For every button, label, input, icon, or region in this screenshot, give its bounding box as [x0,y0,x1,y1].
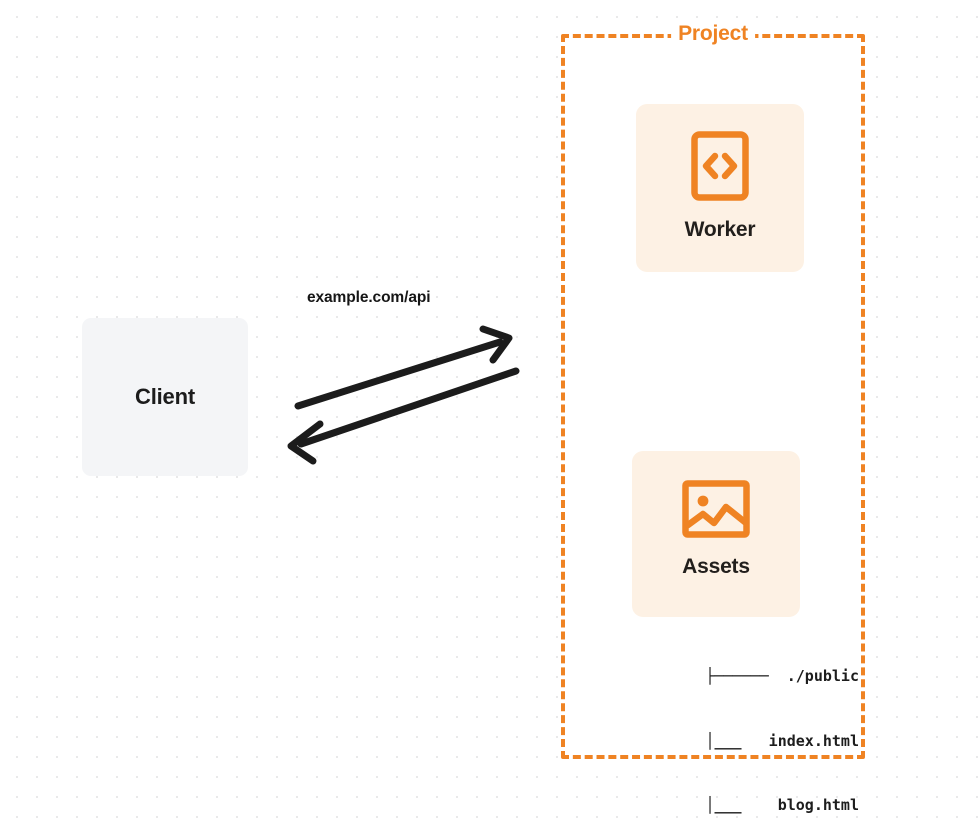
request-arrow [294,325,513,410]
file-tree-row: ├────── ./public [705,667,859,685]
file-tree-row: │___ blog.html [678,796,859,814]
assets-card-label: Assets [682,555,750,578]
request-url-label: example.com/api [307,289,431,306]
code-brackets-icon [691,131,749,201]
worker-card: Worker [636,104,804,272]
assets-card: Assets [632,451,800,617]
file-tree-row: │___ index.html [678,731,859,750]
project-group: Project Worker Assets ├────── ./public │… [561,22,865,814]
client-node: Client [82,318,248,476]
project-group-label: Project [671,22,755,46]
response-arrow [287,367,520,465]
assets-file-tree: ├────── ./public │___ index.html │___ bl… [615,623,859,818]
client-node-label: Client [135,384,195,409]
image-icon [682,480,750,538]
worker-card-label: Worker [684,218,756,241]
